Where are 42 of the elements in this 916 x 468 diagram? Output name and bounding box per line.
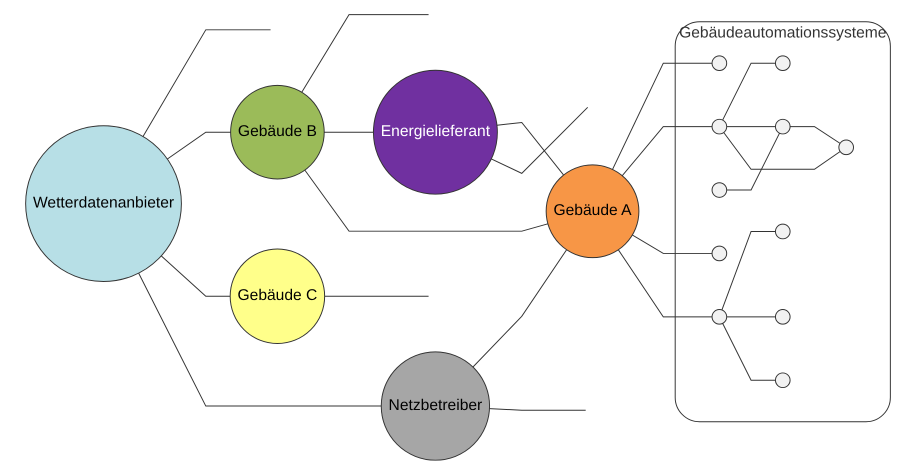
node-circle [712,55,728,72]
connector [632,234,713,254]
connector [301,14,430,93]
node-circle: Gebäude B [230,84,325,180]
connector [496,122,564,176]
connector [722,322,776,381]
node-circle: Gebäude C [230,248,326,344]
connector [726,126,776,128]
connector [166,132,232,160]
cluster: Gebäudeautomationssysteme [674,21,891,422]
node-circle: Energielieferant [372,70,498,195]
connector [489,408,586,411]
node-circle [838,140,854,156]
node-circle [774,118,791,134]
connector [721,231,776,310]
node-circle [712,182,728,198]
connector [324,296,430,297]
connector [138,272,382,407]
node-circle [774,224,791,240]
connector [472,249,568,368]
node-circle [712,246,728,262]
connector [160,255,231,297]
node-circle: Gebäude A [546,164,640,258]
connector [612,62,713,170]
connector [618,249,713,318]
node-circle [774,372,791,388]
node-circle: Wetterdatenanbieter [25,125,182,282]
node-circle [712,118,728,134]
node-circle [774,309,791,325]
node-circle [712,309,728,325]
connector [490,106,588,174]
connector [324,132,374,133]
connector [622,126,713,176]
connector [722,62,776,121]
connector [304,170,548,232]
node-circle: Netzbetreiber [380,351,490,461]
connector [723,132,841,170]
connector [790,126,841,144]
connector [142,29,272,137]
connector [726,316,776,318]
node-circle [774,55,791,72]
connector [726,132,780,191]
